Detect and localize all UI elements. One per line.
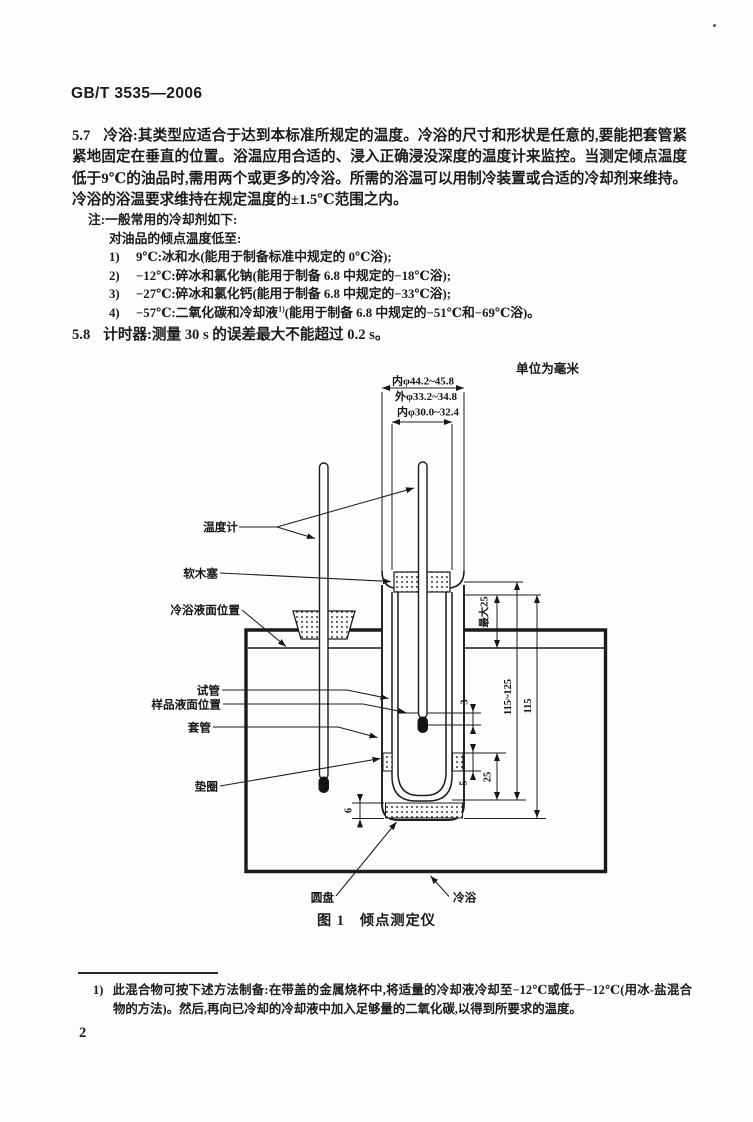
diameter-dimension-lines [382,385,464,425]
item-text: −12℃:碎冰和氯化钠(能用于制备 6.8 中规定的−18℃浴); [136,268,452,283]
item-number: 4) [109,305,120,320]
dim-5: 5 [459,780,470,785]
dim-tube-height: 115~125 [503,679,514,715]
footnote-marker: 1) [93,983,104,997]
cork-stopper-label: 软木塞 [183,567,218,581]
thermometer-label: 温度计 [203,520,238,534]
note-block: 注:一般常用的冷却剂如下: 对油品的倾点温度低至: 1) 9℃:冰和水(能用于制备… [88,211,688,322]
item-number: 2) [109,268,120,283]
coolant-item: 3) −27℃:碎冰和氯化钙(能用于制备 6.8 中规定的−33℃浴); [109,285,688,304]
coolant-item: 1) 9℃:冰和水(能用于制备标准中规定的 0℃浴); [109,248,688,267]
scan-artifact-dot [713,24,716,27]
pour-point-apparatus-figure: 温度计 软木塞 冷浴液面位置 试管 样品液面位置 套管 垫圈 圆盘 冷浴 内φ4… [151,374,608,905]
item-sup: 1) [278,304,285,314]
sample-level-label: 样品液面位置 [151,698,221,712]
section-text: 冷浴:其类型应适合于达到本标准所规定的温度。冷浴的尺寸和形状是任意的,要能把套管… [72,128,687,209]
dim-3: 3 [460,699,471,704]
coolant-item: 2) −12℃:碎冰和氯化钠(能用于制备 6.8 中规定的−18℃浴); [109,267,688,286]
dim-max-25: 最大25 [478,596,491,627]
page-number: 2 [79,1025,87,1041]
footnote: 1) 此混合物可按下述方法制备:在带盖的金属烧杯中,将适量的冷却液冷却至−12℃或… [93,981,692,1018]
footnote-text: 此混合物可按下述方法制备:在带盖的金属烧杯中,将适量的冷却液冷却至−12℃或低于… [112,983,692,1016]
dim-25: 25 [483,772,494,782]
coolant-item: 4) −57℃:二氧化碳和冷却液1)(能用于制备 6.8 中规定的−51℃和−69… [109,304,688,323]
sample-thermometer [417,461,428,733]
test-tube-label: 试管 [197,684,221,698]
item-number: 3) [109,287,120,301]
dim-tube-od: 外φ33.2~34.8 [394,389,458,403]
washer-right [452,752,464,772]
disc-label: 圆盘 [311,891,335,905]
thermometer-bulb [417,716,428,733]
item-text: 9℃:冰和水(能用于制备标准中规定的 0℃浴); [136,250,392,264]
item-text: −27℃:碎冰和氯化钙(能用于制备 6.8 中规定的−33℃浴); [136,287,452,301]
bath-thermometer [318,462,329,793]
note-sub-intro: 对油品的倾点温度低至: [109,231,242,246]
bath-level-label: 冷浴液面位置 [170,603,240,617]
dim-jacket-height: 115 [523,698,534,713]
washer-left [382,752,393,772]
dim-6: 6 [344,808,355,813]
vertical-dimension-lines [357,582,540,828]
leader-lines [213,487,450,897]
bottom-disc [385,802,463,819]
item-text: −57℃:二氧化碳和冷却液 [136,305,279,320]
section-5-8-paragraph: 5.8 计时器:测量 30 s 的误差最大不能超过 0.2 s。 [72,323,687,344]
dim-jacket-bore: 内φ44.2~45.8 [392,374,455,388]
bath-label: 冷浴 [453,891,477,905]
washer-label: 垫圈 [195,780,218,794]
figure-caption: 图 1 倾点测定仪 [317,913,436,929]
section-text: 计时器:测量 30 s 的误差最大不能超过 0.2 s。 [103,327,390,343]
sample-level-line [397,712,481,726]
item-number: 1) [109,250,120,264]
note-intro: 注:一般常用的冷却剂如下: [88,213,238,227]
standard-number-header: GB/T 3535—2006 [71,85,203,102]
footnote-rule [78,972,218,974]
section-number: 5.8 [72,327,91,343]
thermometer-bulb [318,776,329,793]
dim-tube-id: 内φ30.0~32.4 [397,405,460,419]
test-tube [391,592,453,802]
section-number: 5.7 [72,128,91,144]
item-text-post: (能用于制备 6.8 中规定的−51℃和−69℃浴)。 [284,305,541,320]
jacket-label: 套管 [188,721,212,735]
figure-unit-note: 单位为毫米 [516,362,579,376]
